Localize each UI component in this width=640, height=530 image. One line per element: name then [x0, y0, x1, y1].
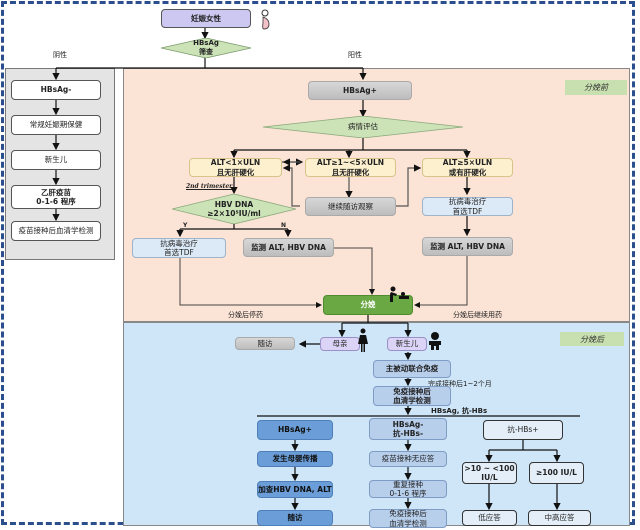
negative-step-serology: 疫苗接种后血清学检测 [11, 221, 101, 241]
negative-step-hbv-vaccine: 乙肝疫苗 0-1-6 程序 [11, 185, 101, 209]
stop-after-delivery-label: 分娩后停药 [228, 311, 263, 319]
markers-label: HBsAg, 抗-HBs [431, 407, 488, 415]
mid-high-response-box: 中高应答 [528, 510, 591, 526]
postnatal-stage-tag: 分娩后 [560, 332, 624, 346]
immunization-box: 主被动联合免疫 [373, 360, 451, 378]
pregnant-woman-icon [259, 9, 273, 31]
hbsag-screen-decision: HBsAg 筛查 [161, 38, 251, 58]
repeat-serology-box: 免疫接种后 血清学检测 [369, 509, 447, 528]
monitor-mid-box: 监测 ALT, HBV DNA [243, 238, 334, 257]
infant-hbsag-positive-box: HBsAg+ [257, 420, 333, 440]
high-titer-range-box: ≥100 IU/L [529, 462, 584, 484]
follow-up-box: 随访 [235, 337, 295, 350]
hbv-dna-decision: HBV DNA ≥2×10⁵IU/ml [172, 194, 296, 224]
infant-hbsag-neg-antihbs-neg-box: HBsAg- 抗-HBs- [369, 418, 447, 440]
hbv-dna-label: HBV DNA ≥2×10⁵IU/ml [207, 199, 261, 218]
yes-label: Y [183, 222, 188, 229]
anti-hbs-positive-box: 抗-HBs+ [483, 420, 563, 440]
antiviral-left-box: 抗病毒治疗 首选TDF [132, 238, 226, 258]
newborn-box: 新生儿 [387, 337, 427, 351]
woman-icon [357, 328, 369, 352]
mother-to-child-transmission-box: 发生母婴传播 [257, 451, 333, 467]
continue-after-delivery-label: 分娩后继续用药 [453, 311, 502, 319]
low-titer-range-box: >10 ~ <100 IU/L [462, 462, 517, 484]
no-label: N [281, 222, 287, 229]
disease-assessment-decision: 病情评估 [263, 116, 463, 138]
trimester-note: 2nd trimester [186, 183, 233, 190]
vaccine-non-response-box: 疫苗接种无应答 [369, 451, 447, 467]
hbsag-positive: HBsAg+ [308, 81, 412, 100]
timing-note: 完成接种后1~2个月 [428, 380, 492, 388]
caregiver-baby-icon [388, 286, 410, 302]
repeat-vaccination-box: 重复接种 0-1-6 程序 [369, 480, 447, 498]
infant-follow-up-box: 随访 [257, 510, 333, 526]
negative-label: 阴性 [53, 51, 67, 59]
prenatal-region [123, 68, 630, 322]
pregnant-woman-start: 妊娠女性 [161, 9, 251, 28]
hbsag-screen-label: HBsAg 筛查 [193, 39, 219, 56]
baby-icon [428, 332, 442, 350]
low-response-box: 低应答 [462, 510, 517, 526]
mother-box: 母亲 [320, 337, 360, 351]
positive-label: 阳性 [348, 51, 362, 59]
prenatal-stage-tag: 分娩前 [565, 80, 627, 95]
monitor-right-box: 监测 ALT, HBV DNA [422, 237, 513, 256]
alt-mid-box: ALT≥1~<5×ULN 且无肝硬化 [305, 158, 396, 177]
alt-high-box: ALT≥5×ULN 或有肝硬化 [422, 158, 513, 177]
negative-step-routine-care: 常规妊娠期保健 [11, 115, 101, 135]
serology-box: 免疫接种后 血清学检测 [373, 386, 451, 406]
negative-step-hbsag-neg: HBsAg- [11, 80, 101, 100]
negative-step-newborn: 新生儿 [11, 150, 101, 170]
assessment-label: 病情评估 [348, 122, 378, 132]
antiviral-right-box: 抗病毒治疗 首选TDF [422, 197, 513, 216]
follow-observe-box: 继续随访观察 [305, 197, 396, 216]
add-hbv-dna-alt-box: 加查HBV DNA, ALT [257, 481, 333, 498]
alt-low-box: ALT<1×ULN 且无肝硬化 [189, 158, 282, 177]
